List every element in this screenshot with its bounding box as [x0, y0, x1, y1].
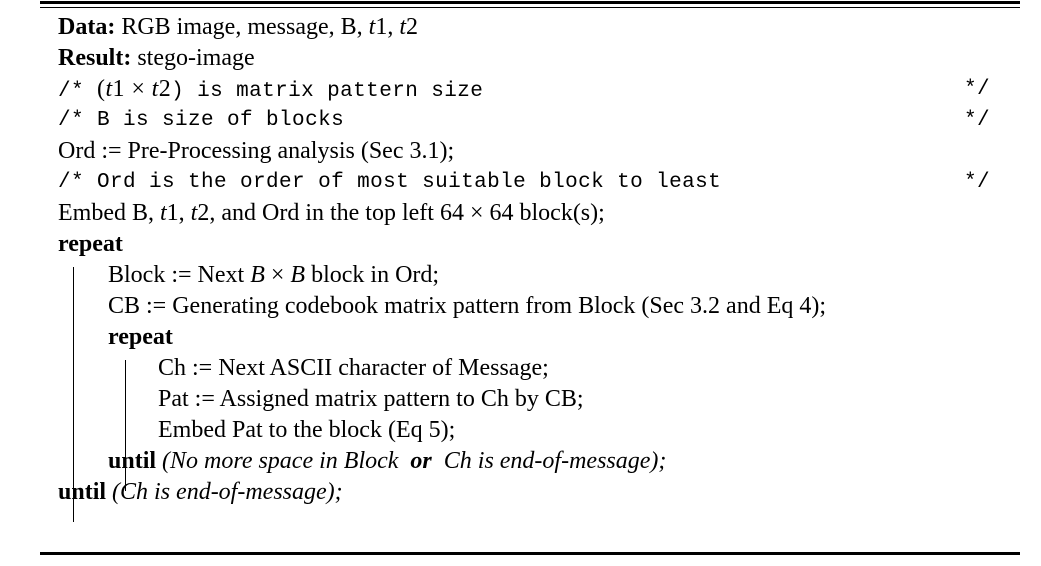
embed-post: , and Ord in the top left 64 × 64 block(… — [209, 200, 605, 226]
ord-assign-text: Ord := Pre-Processing analysis (Sec 3.1)… — [58, 138, 455, 164]
comment-1-times: × — [124, 76, 152, 102]
embed-t1: t — [160, 200, 167, 226]
block-pre: Block := Next — [108, 262, 251, 288]
data-var-t1: t — [368, 14, 376, 40]
repeat-keyword: repeat — [108, 324, 173, 350]
comment-close-1: */ — [963, 78, 990, 101]
inner-until-line: until (No more space in Block or Ch is e… — [58, 446, 1020, 477]
comment-open: /* — [58, 171, 85, 194]
block-var-b1: B — [250, 262, 265, 288]
cb-assign-line: CB := Generating codebook matrix pattern… — [58, 291, 1020, 322]
block-assign-line: Block := Next B × B block in Ord; — [58, 260, 1020, 291]
comment-1-pre: ( — [97, 76, 106, 102]
comment-line-3: /* Ord is the order of most suitable blo… — [58, 167, 1020, 198]
pat-assign-text: Pat := Assigned matrix pattern to Ch by … — [158, 386, 584, 412]
data-line: Data: RGB image, message, B, t1, t2 — [58, 12, 1020, 43]
block-times: × — [264, 262, 291, 288]
data-label: Data: — [58, 14, 116, 40]
block-post: block in Ord; — [305, 262, 440, 288]
comment-2-text: B is size of blocks — [97, 109, 345, 132]
embed-pat-text: Embed Pat to the block (Eq 5); — [158, 417, 456, 443]
embed-t2: t — [190, 200, 198, 226]
block-var-b2: B — [290, 262, 306, 288]
data-var-t2-num: 2 — [405, 14, 418, 40]
inner-until-condition-close: Ch is end-of-message); — [443, 448, 667, 474]
ch-assign-text: Ch := Next ASCII character of Message; — [158, 355, 549, 381]
comment-close-2: */ — [963, 109, 990, 132]
comment-1-post: ) is matrix pattern size — [171, 80, 484, 103]
result-line: Result: stego-image — [58, 43, 1020, 74]
embed-pre: Embed B, — [58, 200, 160, 226]
pat-assign-line: Pat := Assigned matrix pattern to Ch by … — [58, 384, 1020, 415]
outer-loop-rule — [73, 267, 74, 522]
comment-close-3: */ — [963, 171, 990, 194]
until-keyword: until — [58, 479, 107, 505]
or-keyword: or — [410, 448, 432, 474]
data-var-t2: t — [399, 14, 406, 40]
embed-sep: , — [178, 200, 191, 226]
result-label: Result: — [58, 45, 132, 71]
embed-header-line: Embed B, t1, t2, and Ord in the top left… — [58, 198, 1020, 229]
comment-line-2: /* B is size of blocks */ — [58, 105, 1020, 136]
embed-pat-line: Embed Pat to the block (Eq 5); — [58, 415, 1020, 446]
embed-t1-num: 1 — [166, 200, 179, 226]
data-var-sep: , — [387, 14, 400, 40]
inner-until-condition-open: (No more space in Block — [162, 448, 399, 474]
comment-open: /* — [58, 80, 85, 103]
data-var-t1-num: 1 — [375, 14, 388, 40]
embed-t2-num: 2 — [197, 200, 210, 226]
result-value: stego-image — [137, 45, 255, 71]
top-rule-thin — [40, 7, 1020, 8]
inner-repeat-line: repeat — [58, 322, 1020, 353]
ord-assign-line: Ord := Pre-Processing analysis (Sec 3.1)… — [58, 136, 1020, 167]
comment-1-t2: t — [151, 76, 159, 102]
bottom-rule — [40, 552, 1020, 555]
comment-line-1: /* (t1 × t2) is matrix pattern size */ — [58, 74, 1020, 105]
ch-assign-line: Ch := Next ASCII character of Message; — [58, 353, 1020, 384]
outer-until-line: until (Ch is end-of-message); — [58, 477, 1020, 508]
comment-1-t2-num: 2 — [158, 76, 172, 102]
outer-until-condition: (Ch is end-of-message); — [112, 479, 343, 505]
top-rule-thick — [40, 1, 1020, 4]
outer-repeat-line: repeat — [58, 229, 1020, 260]
algorithm-body: Data: RGB image, message, B, t1, t2 Resu… — [58, 12, 1020, 522]
comment-1-t1-num: 1 — [112, 76, 125, 102]
comment-1-t1: t — [105, 76, 113, 102]
data-value: RGB image, message, B, — [121, 14, 369, 40]
cb-assign-text: CB := Generating codebook matrix pattern… — [108, 293, 827, 319]
until-keyword: until — [108, 448, 157, 474]
inner-loop-rule — [125, 360, 126, 491]
comment-3-text: Ord is the order of most suitable block … — [97, 171, 722, 194]
comment-open: /* — [58, 109, 85, 132]
repeat-keyword: repeat — [58, 231, 123, 257]
